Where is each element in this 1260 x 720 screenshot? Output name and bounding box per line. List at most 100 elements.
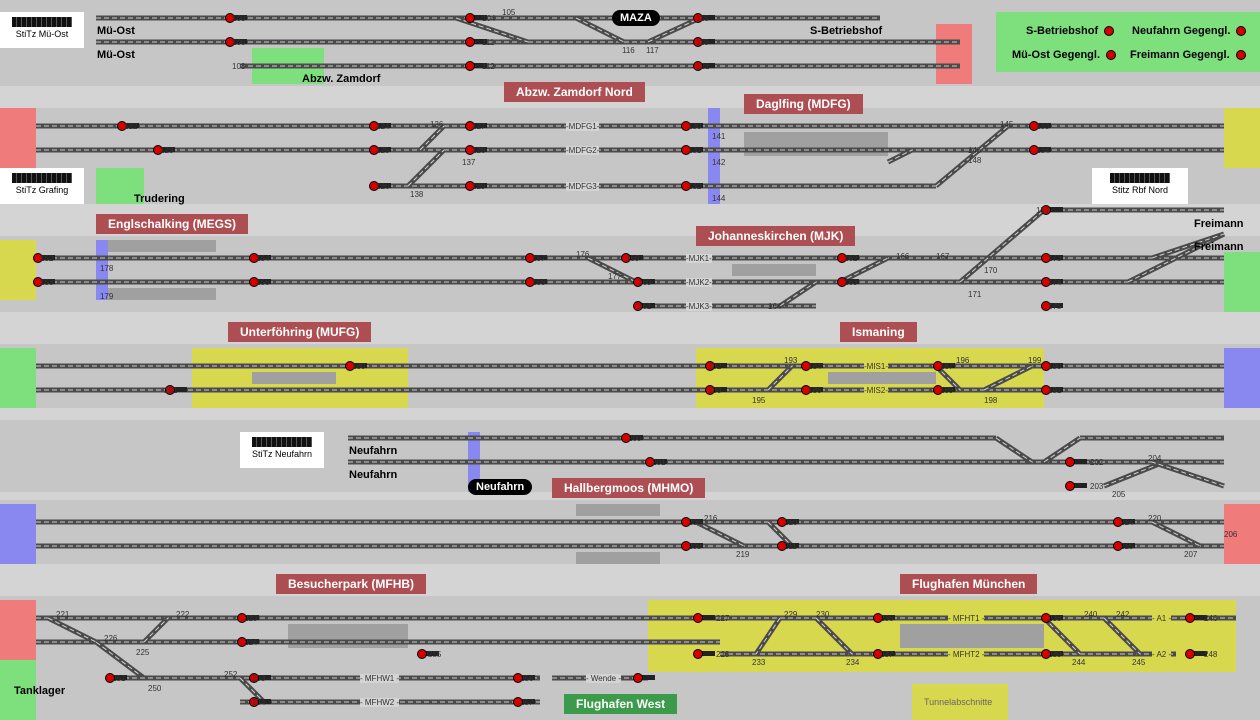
signal[interactable] [633,301,656,311]
signal-number[interactable]: 201 [652,458,666,467]
signal-number[interactable]: 152 [40,254,54,263]
signal-number[interactable]: 184 [808,362,822,371]
signal-number[interactable]: 222 [176,610,190,619]
signal[interactable] [33,253,56,263]
signal[interactable] [1113,517,1136,527]
signal-number[interactable]: 233 [752,658,766,667]
signal-number[interactable]: 227 [716,614,730,623]
signal-number[interactable]: 158 [532,278,546,287]
signal-number[interactable]: 234 [846,658,860,667]
key-s-betriebshof[interactable]: S-Betriebshof [1026,25,1115,37]
signal[interactable] [1185,649,1208,659]
signal[interactable] [417,649,440,659]
signal[interactable] [465,61,488,71]
signal-number[interactable]: 189 [940,386,954,395]
signal-number[interactable]: 251 [112,674,126,683]
signal[interactable] [1041,277,1064,287]
signal-number[interactable]: 202 [1090,458,1104,467]
signal-number[interactable]: 248 [1204,650,1218,659]
key-neufahrn-gegengl[interactable]: Neufahrn Gegengl. [1132,25,1247,37]
signal-number[interactable]: 175 [1048,302,1062,311]
signal[interactable] [237,637,260,647]
signal-number[interactable]: 177 [608,272,622,281]
signal-number[interactable]: 256 [520,674,534,683]
station-daglfing[interactable]: Daglfing (MDFG) [744,94,863,114]
signal-number[interactable]: 108 [232,62,246,71]
signal-number[interactable]: 127 [472,122,486,131]
signal-number[interactable]: 186 [808,386,822,395]
signal-number[interactable]: 221 [56,610,70,619]
signal[interactable] [1065,457,1088,467]
signal-number[interactable]: 205 [1112,490,1126,499]
signal-number[interactable]: 176 [576,250,590,259]
signal-number[interactable]: 190 [1048,362,1062,371]
signal-number[interactable]: 170 [984,266,998,275]
signal[interactable] [33,277,56,287]
signal[interactable] [1041,613,1064,623]
signal[interactable] [1041,361,1064,371]
signal[interactable] [345,361,368,371]
signal-number[interactable]: 171 [968,290,982,299]
signal[interactable] [681,145,704,155]
signal[interactable] [801,385,824,395]
station-besucherpark[interactable]: Besucherpark (MFHB) [276,574,427,594]
signal[interactable] [777,541,800,551]
signal[interactable] [525,277,548,287]
signal-number[interactable]: 153 [40,278,54,287]
signal-number[interactable]: 187 [940,362,954,371]
signal-number[interactable]: 257 [520,698,534,707]
signal-number[interactable]: 162 [844,254,858,263]
signal-number[interactable]: 228 [716,650,730,659]
station-flughafen-muenchen[interactable]: Flughafen München [900,574,1038,594]
signal-number[interactable]: 130 [688,122,702,131]
signal[interactable] [681,181,704,191]
signal[interactable] [369,145,392,155]
signal-number[interactable]: 103 [232,14,246,23]
signal-number[interactable]: 142 [712,158,726,167]
signal[interactable] [1029,145,1052,155]
signal-number[interactable]: 209 [688,542,702,551]
signal[interactable] [837,253,860,263]
signal-number[interactable]: 200 [628,434,642,443]
signal-number[interactable]: 119 [696,38,709,47]
signal[interactable] [777,517,800,527]
signal[interactable] [525,253,548,263]
signal[interactable] [465,13,488,23]
signal-number[interactable]: 129 [472,182,486,191]
signal-number[interactable]: 157 [532,254,546,263]
signal-number[interactable]: 144 [712,194,726,203]
signal-number[interactable]: 124 [376,122,390,131]
signal[interactable] [681,541,704,551]
signal-number[interactable]: 117 [646,46,659,55]
signal-number[interactable]: 216 [704,514,718,523]
signal-number[interactable]: 246 [1204,614,1218,623]
signal-number[interactable]: 174 [1048,278,1062,287]
signal-number[interactable]: 238 [1048,614,1062,623]
signal[interactable] [225,37,248,47]
signal[interactable] [225,13,248,23]
signal-number[interactable]: 210 [784,518,798,527]
signal[interactable] [633,673,656,683]
stitz-neufahrn[interactable]: StiTz Neufahrn [240,432,324,468]
signal-number[interactable]: 131 [688,146,702,155]
signal-number[interactable]: 180 [352,362,366,371]
signal-number[interactable]: 239 [1048,650,1062,659]
signal[interactable] [249,673,272,683]
signal-number[interactable]: 105 [502,8,516,17]
signal[interactable] [465,121,488,131]
station-hallbergmoos[interactable]: Hallbergmoos (MHMO) [552,478,706,498]
signal-number[interactable]: 204 [1148,454,1162,463]
signal-number[interactable]: 214 [1120,518,1134,527]
signal-number[interactable]: 230 [816,610,830,619]
signal[interactable] [465,145,488,155]
signal[interactable] [621,253,644,263]
signal-number[interactable]: 112 [482,62,495,71]
signal-number[interactable]: 104 [482,14,496,23]
signal-number[interactable]: 250 [148,684,162,693]
signal[interactable] [681,121,704,131]
signal[interactable] [153,145,176,155]
signal-number[interactable]: 207 [1184,550,1198,559]
signal-number[interactable]: 116 [622,46,635,55]
signal[interactable] [693,613,716,623]
signal-number[interactable]: 134 [1036,146,1050,155]
